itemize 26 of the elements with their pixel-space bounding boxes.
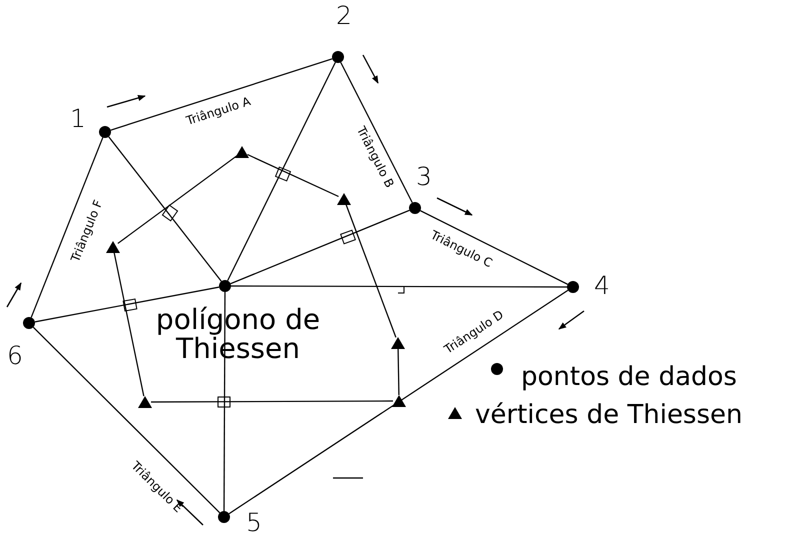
connector-line [223, 292, 226, 511]
legend-label: pontos de dados [521, 364, 737, 390]
point-number: 2 [336, 3, 352, 28]
connector-line [117, 155, 238, 244]
connector-line [398, 348, 400, 396]
connector-line [228, 290, 568, 514]
connector-line [110, 58, 332, 131]
connector-line [108, 136, 222, 282]
connector-line [227, 62, 336, 281]
legend-label: vértices de Thiessen [475, 402, 743, 428]
connector-line [114, 252, 144, 396]
connector-line [30, 137, 104, 318]
point-number: 1 [70, 106, 86, 131]
connector-line [151, 400, 393, 403]
connector-line [231, 285, 567, 288]
point-number: 5 [246, 510, 262, 535]
connector-line [247, 154, 339, 198]
connector-line [34, 286, 220, 322]
point-number: 4 [594, 273, 610, 298]
point-number: 6 [7, 343, 23, 368]
connector-line [420, 210, 568, 285]
connector-line [346, 204, 396, 338]
connector-line [230, 210, 410, 284]
point-number: 3 [416, 164, 432, 189]
connector-line [32, 326, 220, 514]
connector-line [340, 62, 413, 203]
